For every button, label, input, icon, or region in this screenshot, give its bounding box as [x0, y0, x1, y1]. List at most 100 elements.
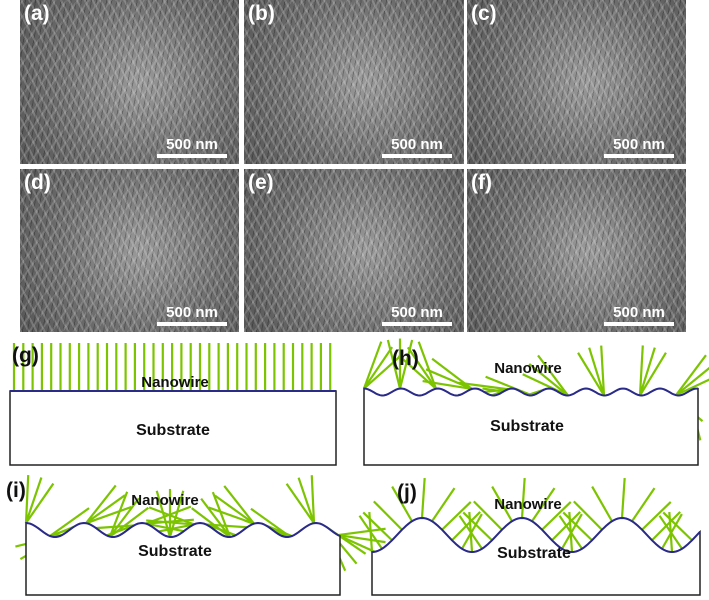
nanowire: [562, 511, 593, 542]
nanowire: [109, 497, 140, 538]
nanowire: [661, 513, 683, 550]
scale-bar-text: 500 nm: [391, 304, 443, 321]
scale-bar-text: 500 nm: [613, 136, 665, 153]
nanowire: [85, 484, 117, 524]
nanowire: [431, 487, 456, 522]
nanowire: [561, 513, 583, 550]
panel-label-i: (i): [6, 479, 26, 502]
nanowire: [573, 500, 603, 531]
nanowire: [600, 345, 606, 396]
nanowire: [537, 354, 569, 397]
nanowire: [24, 477, 43, 524]
nanowire: [214, 494, 255, 525]
nanowire: [638, 347, 656, 396]
nanowire: [362, 341, 383, 389]
scale-bar: 500 nm: [157, 304, 227, 326]
nanowire: [24, 475, 30, 524]
scale-bar-text: 500 nm: [391, 136, 443, 153]
nanowire: [148, 506, 195, 526]
nanowire: [85, 494, 126, 525]
substrate-label-g: Substrate: [136, 422, 210, 439]
scale-bar: 500 nm: [604, 304, 674, 326]
nanowire: [358, 515, 383, 550]
nanowire: [662, 511, 693, 542]
nanowire: [458, 381, 509, 391]
nanowire: [541, 501, 572, 531]
nanowire: [398, 339, 414, 389]
nanowire: [641, 501, 672, 531]
scale-bar-text: 500 nm: [166, 304, 218, 321]
nanowire: [386, 339, 402, 389]
sem-panel-c: (c)500 nm: [467, 0, 686, 164]
scale-bar: 500 nm: [382, 136, 452, 158]
nanowire: [491, 485, 513, 522]
nanowire-label-h: Nanowire: [494, 360, 562, 377]
substrate-g: [9, 390, 337, 466]
panel-label: (f): [471, 171, 492, 194]
sem-panel-f: (f) 500 nm: [467, 169, 686, 332]
nanowire: [520, 478, 526, 519]
nanowire-label-j: Nanowire: [494, 496, 562, 513]
nanowire: [588, 347, 606, 396]
nanowire-label-g: Nanowire: [141, 374, 209, 391]
nanowire: [85, 506, 132, 525]
panel-label-g: (g): [12, 344, 39, 367]
nanowire: [49, 507, 90, 537]
nanowire: [639, 352, 667, 396]
panel-label-j: (j): [397, 481, 417, 504]
substrate-label-i: Substrate: [138, 543, 212, 560]
nanowire: [422, 379, 473, 391]
panel-label: (a): [24, 2, 50, 25]
nanowire: [531, 487, 556, 522]
nanowire: [391, 485, 413, 522]
nanowire: [297, 477, 316, 524]
nanowire: [420, 478, 426, 519]
substrate-surface-i: [25, 521, 341, 538]
scale-bar: 500 nm: [157, 136, 227, 158]
nanowire: [417, 341, 438, 390]
nanowire: [591, 485, 613, 522]
nanowire: [675, 378, 709, 397]
sem-panel-a: (a) 500 nm: [20, 0, 239, 164]
nanowire: [191, 507, 231, 538]
nanowire: [658, 515, 683, 550]
nanowire: [373, 500, 403, 531]
nanowire: [473, 500, 503, 531]
nanowire: [458, 515, 483, 550]
nanowire: [285, 483, 315, 524]
scale-bar-text: 500 nm: [613, 304, 665, 321]
nanowire: [108, 491, 129, 538]
nanowire: [146, 519, 195, 526]
nanowire: [558, 515, 583, 550]
nanowire-label-i: Nanowire: [131, 492, 199, 509]
nanowire: [675, 354, 707, 396]
substrate-surface-h: [363, 387, 698, 397]
substrate-surface-j: [371, 516, 701, 554]
nanowire: [211, 491, 232, 538]
sem-panel-d: (d) 500 nm: [20, 169, 239, 332]
nanowire: [631, 487, 656, 522]
nanowire: [620, 478, 626, 519]
nanowire: [223, 485, 255, 525]
nanowire: [363, 354, 403, 390]
nanowire: [25, 482, 55, 524]
nanowire: [425, 368, 473, 390]
panel-label: (d): [24, 171, 51, 194]
nanowire: [577, 352, 605, 397]
nanowire: [461, 513, 483, 550]
panel-label: (b): [248, 2, 275, 25]
nanowire: [363, 346, 394, 390]
substrate-label-j: Substrate: [497, 545, 571, 562]
nanowire: [441, 501, 472, 531]
panel-label: (e): [248, 171, 274, 194]
nanowire: [485, 375, 533, 397]
nanowire: [310, 475, 316, 524]
sem-panel-b: (b) 500 nm: [244, 0, 464, 164]
nanowire: [250, 507, 291, 538]
scale-bar-text: 500 nm: [166, 136, 218, 153]
substrate-label-h: Substrate: [490, 418, 564, 435]
nanowire: [522, 373, 569, 397]
panel-label-h: (h): [392, 347, 419, 370]
nanowire: [675, 366, 709, 397]
